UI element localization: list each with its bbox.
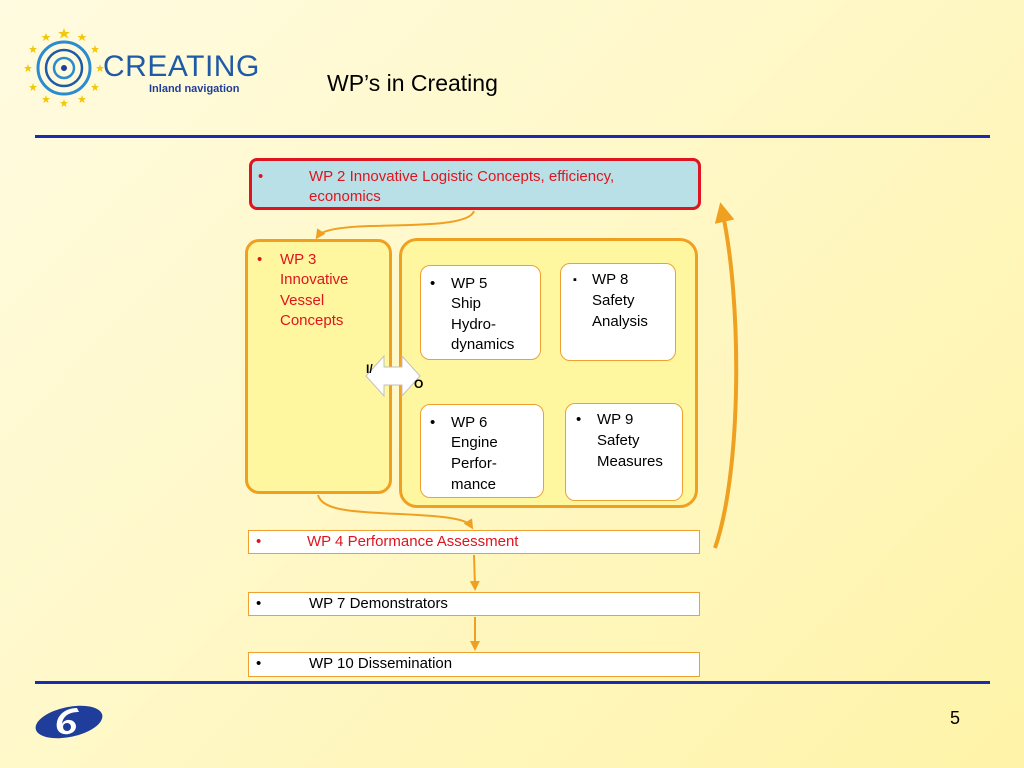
wp5-box: • WP 5 Ship Hydro- dynamics [420, 265, 541, 360]
logo-wordmark: CREATING [103, 50, 260, 83]
wp10-label: WP 10 Dissemination [309, 655, 453, 672]
bullet: ▪ [573, 274, 577, 286]
bottom-divider [35, 681, 990, 684]
creating-logo-icon [24, 28, 104, 107]
bullet: • [430, 414, 436, 431]
bullet: • [256, 533, 262, 550]
bullet: • [258, 168, 264, 185]
arrow-wp3-to-wp4 [317, 494, 474, 530]
wp3-line-2: Innovative [280, 271, 349, 288]
io-label-out: O [414, 377, 424, 391]
arrow-wp4-to-wp7 [469, 554, 480, 591]
wp5-line-1: WP 5 [451, 275, 488, 292]
bullet: • [576, 411, 582, 428]
wp5-line-4: dynamics [451, 336, 515, 353]
arrow-feedback-wp4-to-wp2 [713, 202, 739, 549]
wp2-line-2: economics [309, 188, 381, 205]
wp4-box: • WP 4 Performance Assessment [248, 530, 700, 554]
io-label-in: I/ [366, 362, 373, 376]
wp6-line-2: Engine [451, 434, 498, 451]
wp4-label: WP 4 Performance Assessment [307, 533, 519, 550]
wp8-box: ▪ WP 8 Safety Analysis [560, 263, 676, 361]
arrow-wp2-to-wp3 [315, 210, 475, 240]
top-divider [35, 135, 990, 138]
wp6-line-4: mance [451, 476, 497, 493]
wp8-line-3: Analysis [592, 313, 648, 330]
wp3-line-1: WP 3 [280, 251, 317, 268]
fp6-logo-icon [35, 705, 103, 739]
wp5-line-3: Hydro- [451, 316, 497, 333]
logo-subtitle: Inland navigation [149, 83, 240, 95]
bullet: • [257, 251, 263, 268]
wp5-line-2: Ship [451, 295, 482, 312]
wp9-line-1: WP 9 [597, 411, 634, 428]
bullet: • [430, 275, 436, 292]
wp9-line-3: Measures [597, 453, 663, 470]
wp6-line-3: Perfor- [451, 455, 497, 472]
wp8-line-1: WP 8 [592, 271, 629, 288]
wp2-line-1: WP 2 Innovative Logistic Concepts, effic… [309, 168, 615, 185]
io-double-arrow-icon [365, 354, 421, 398]
wp9-line-2: Safety [597, 432, 640, 449]
wp2-box: • WP 2 Innovative Logistic Concepts, eff… [249, 158, 701, 210]
wp3-line-4: Concepts [280, 312, 344, 329]
wp3-line-3: Vessel [280, 292, 325, 309]
wp10-box: • WP 10 Dissemination [248, 652, 700, 677]
slide-title: WP’s in Creating [327, 70, 498, 96]
wp9-box: • WP 9 Safety Measures [565, 403, 683, 501]
wp6-box: • WP 6 Engine Perfor- mance [420, 404, 544, 498]
wp7-box: • WP 7 Demonstrators [248, 592, 700, 616]
bullet: • [256, 595, 262, 612]
page-number: 5 [950, 708, 961, 728]
bullet: • [256, 655, 262, 672]
wp6-line-1: WP 6 [451, 414, 488, 431]
wp7-label: WP 7 Demonstrators [309, 595, 448, 612]
wp8-line-2: Safety [592, 292, 635, 309]
